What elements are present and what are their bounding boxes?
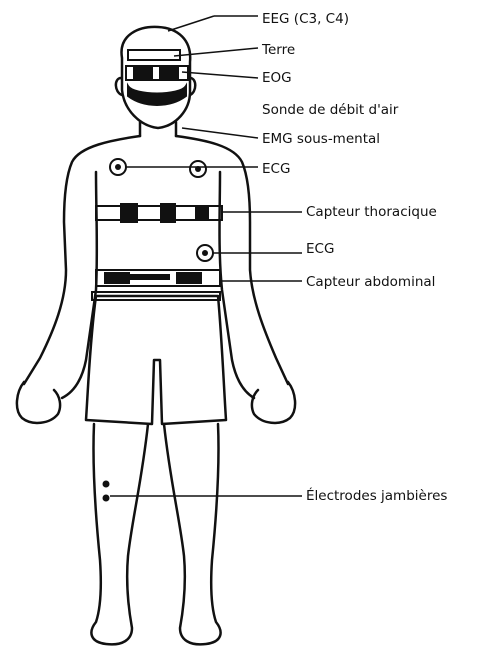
abdominal-belt-buckle-1 — [104, 272, 130, 284]
abdominal-belt-buckle-3 — [130, 274, 170, 280]
label-ecg-chest: ECG — [262, 161, 290, 177]
left-leg — [91, 424, 148, 644]
label-eog: EOG — [262, 70, 292, 86]
label-eeg: EEG (C3, C4) — [262, 11, 349, 27]
label-leg-electrodes: Électrodes jambières — [306, 488, 447, 504]
label-emg: EMG sous-mental — [262, 131, 380, 147]
left-hand — [17, 382, 60, 423]
thoracic-belt-buckle-3 — [195, 205, 209, 221]
airflow-mask — [128, 86, 186, 105]
label-abdominal-sensor: Capteur abdominal — [306, 274, 435, 290]
label-thoracic-sensor: Capteur thoracique — [306, 204, 437, 220]
label-airflow-sensor: Sonde de débit d'air — [262, 102, 398, 118]
label-ecg-side: ECG — [306, 241, 334, 257]
eeg-band — [128, 50, 180, 60]
leader-emg — [182, 128, 258, 138]
right-hand — [252, 382, 295, 423]
leader-eog — [182, 72, 258, 78]
leg-electrode-2 — [103, 495, 110, 502]
thoracic-belt-buckle-1 — [120, 203, 138, 223]
thoracic-belt-buckle-2 — [160, 203, 176, 223]
left-torso-side — [62, 172, 97, 398]
eog-right-eye — [160, 67, 178, 79]
leg-electrode-1 — [103, 481, 110, 488]
right-leg — [164, 424, 221, 644]
abdominal-belt-buckle-2 — [176, 272, 202, 284]
leader-terre — [174, 48, 258, 56]
leader-eeg — [168, 16, 214, 31]
shorts — [86, 296, 226, 424]
label-terre: Terre — [262, 42, 295, 58]
eog-left-eye — [134, 67, 152, 79]
